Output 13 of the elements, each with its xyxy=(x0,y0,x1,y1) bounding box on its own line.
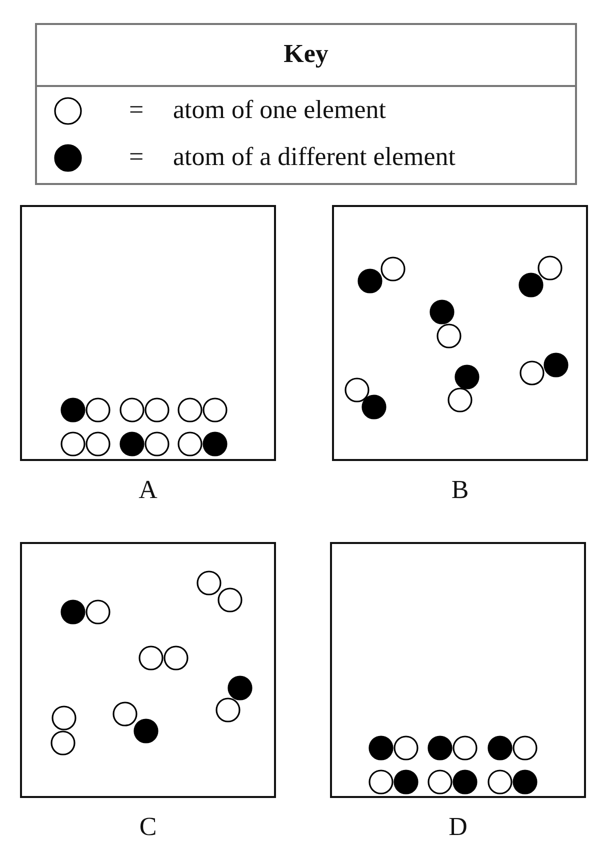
panel-label: C xyxy=(139,812,157,842)
key-heading: Key xyxy=(282,39,330,69)
legend-text: atom of a different element xyxy=(173,142,456,172)
panel-label: A xyxy=(138,475,158,505)
panel-label: B xyxy=(451,475,469,505)
equals-sign: = xyxy=(129,142,144,172)
panel-label: D xyxy=(448,812,468,842)
container-box xyxy=(20,542,276,798)
container-box xyxy=(330,542,586,798)
container-box xyxy=(332,205,588,461)
equals-sign: = xyxy=(129,95,144,125)
legend-text: atom of one element xyxy=(173,95,386,125)
container-box xyxy=(20,205,276,461)
